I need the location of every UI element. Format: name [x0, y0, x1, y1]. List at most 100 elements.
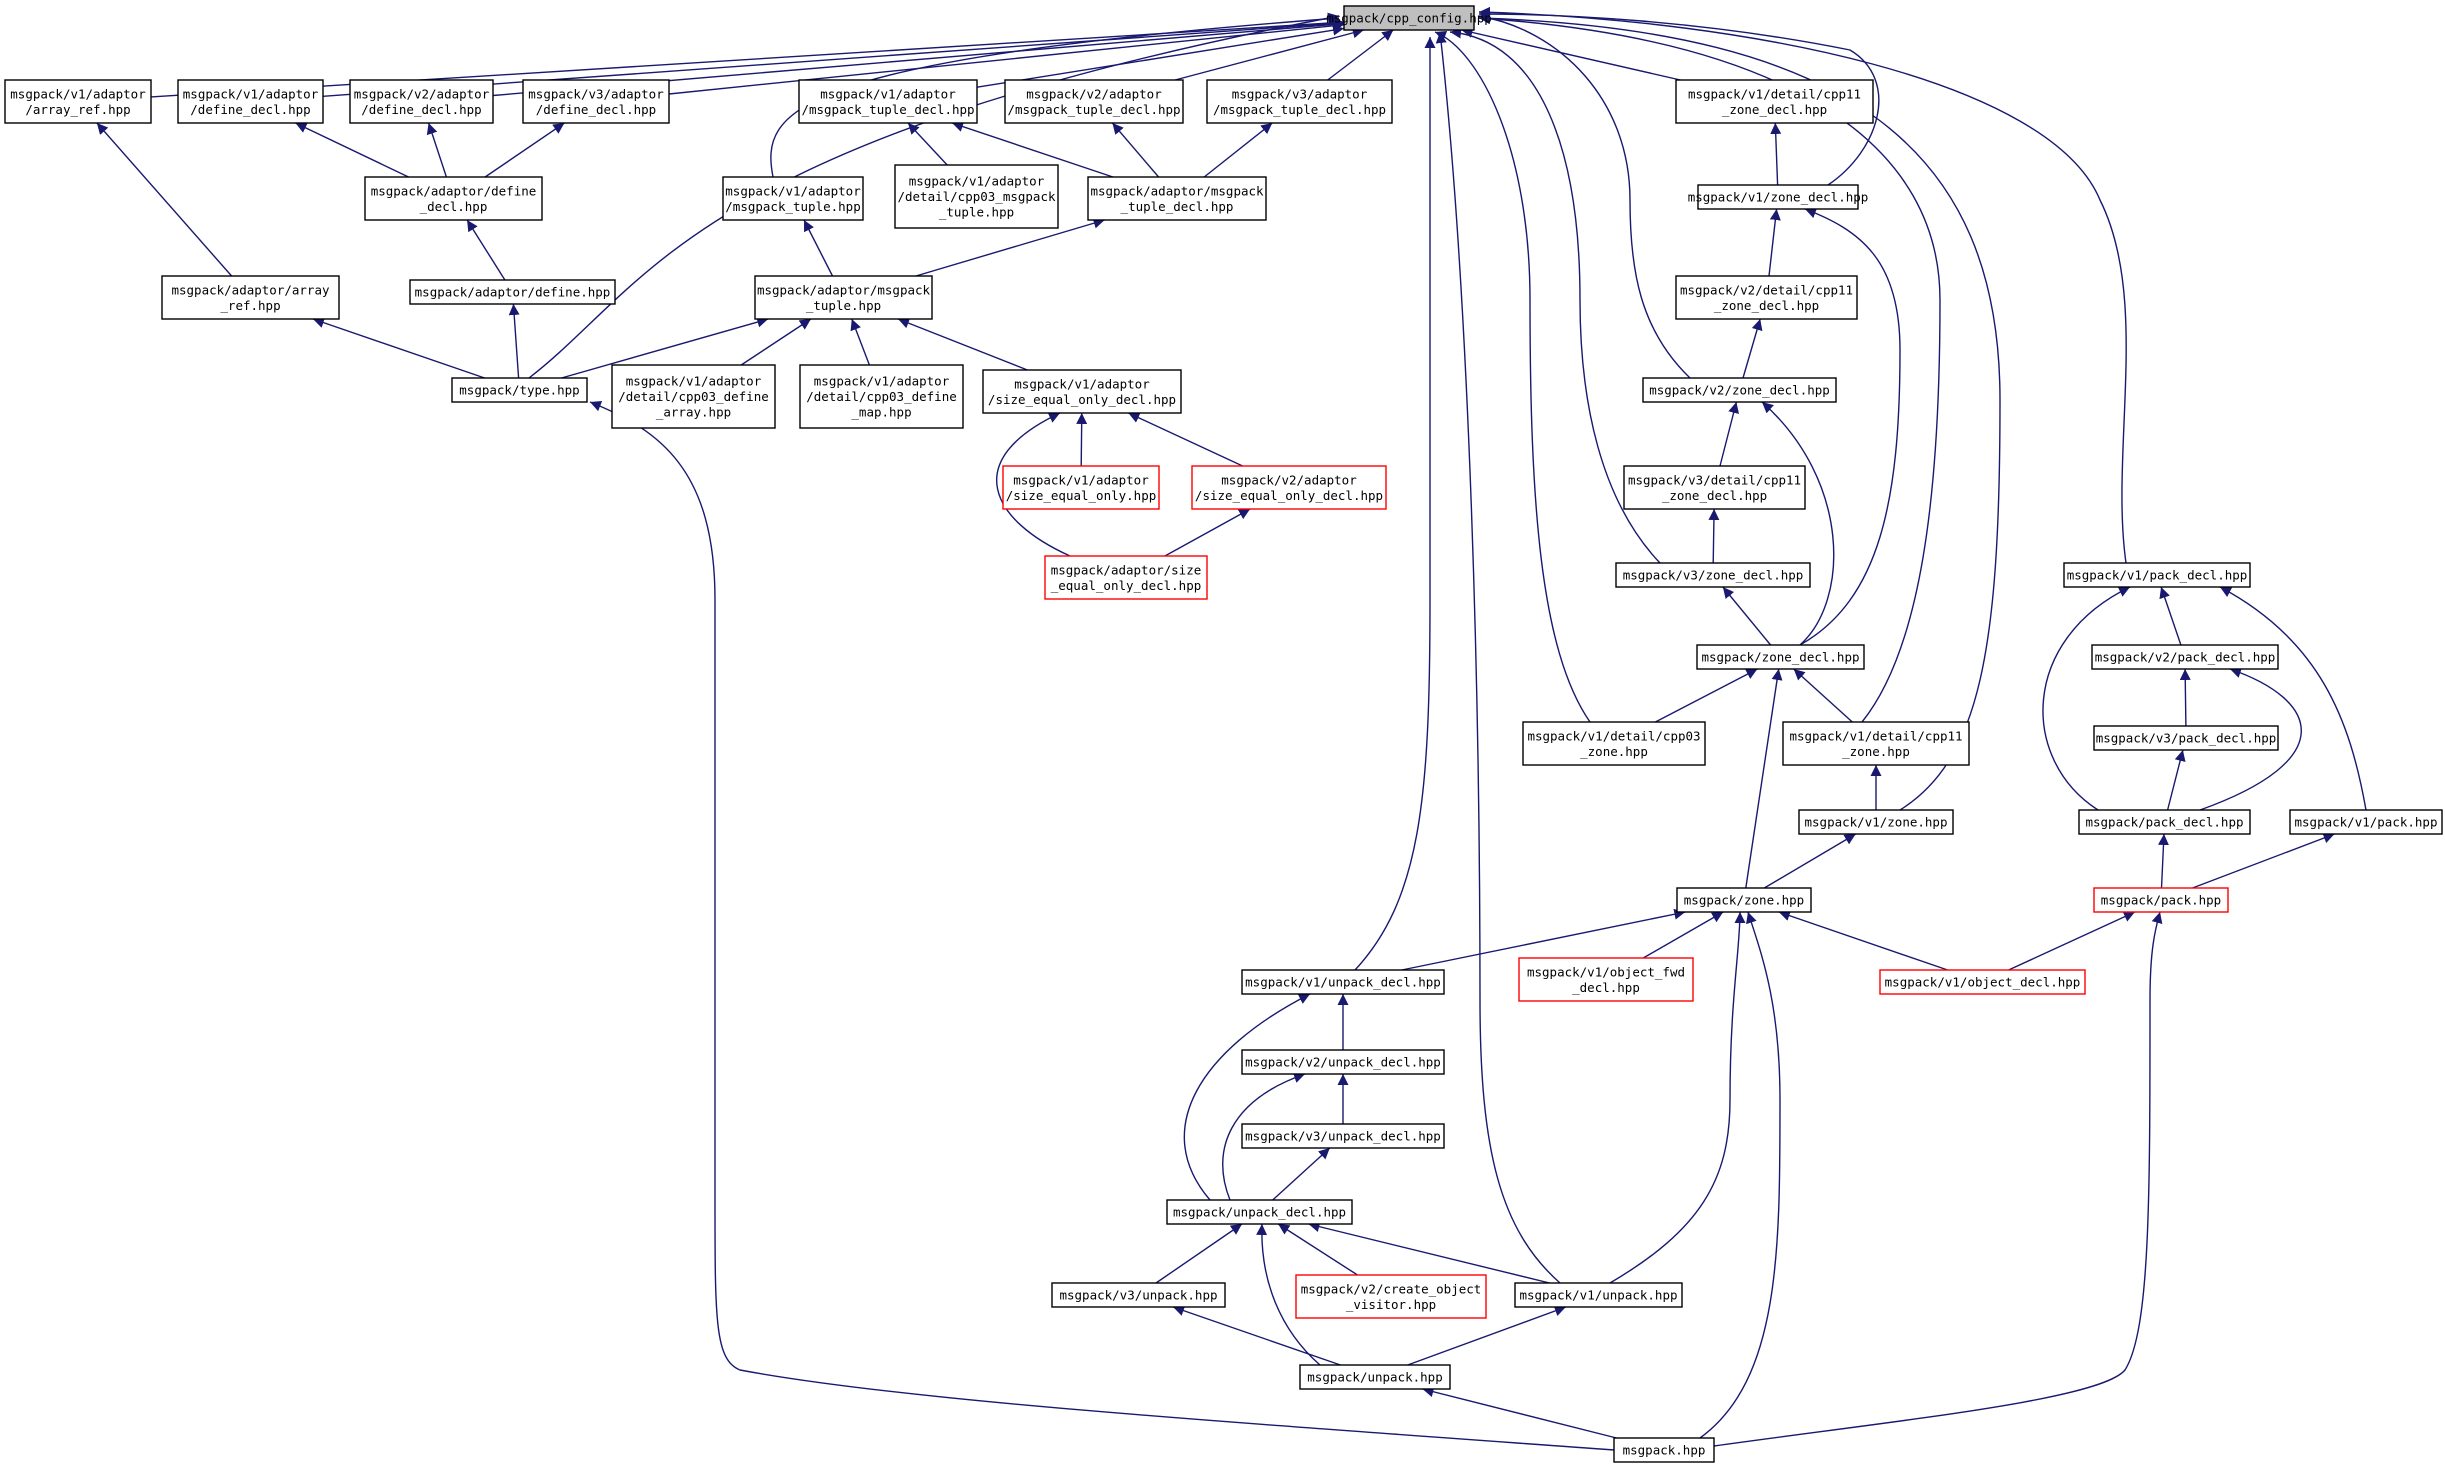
- graph-node[interactable]: msgpack/v1/zone.hpp: [1798, 809, 1954, 835]
- edge-n16-to-n12: [915, 217, 1105, 277]
- node-label: msgpack/adaptor/array: [171, 282, 330, 297]
- graph-node[interactable]: msgpack/v1/unpack_decl.hpp: [1241, 969, 1445, 995]
- graph-node[interactable]: msgpack/v1/adaptor/size_equal_only.hpp: [1002, 465, 1160, 510]
- graph-node[interactable]: msgpack/v3/zone_decl.hpp: [1615, 562, 1811, 588]
- graph-node[interactable]: msgpack/v3/pack_decl.hpp: [2093, 725, 2279, 751]
- edge-n26-to-n21: [996, 412, 1071, 557]
- graph-node[interactable]: msgpack/v1/adaptor/detail/cpp03_define_m…: [799, 364, 964, 429]
- graph-node[interactable]: msgpack/adaptor/define.hpp: [409, 279, 616, 305]
- graph-node[interactable]: msgpack/v1/pack_decl.hpp: [2063, 562, 2251, 588]
- node-label: msgpack/v2/adaptor: [354, 86, 490, 101]
- node-box: [754, 275, 933, 320]
- graph-node[interactable]: msgpack/type.hpp: [451, 377, 588, 403]
- node-label: _decl.hpp: [420, 199, 488, 214]
- edge-n6-to-n0: [1174, 27, 1364, 81]
- graph-node[interactable]: msgpack/pack_decl.hpp: [2078, 809, 2251, 835]
- node-box: [1879, 969, 2086, 995]
- graph-node[interactable]: msgpack.hpp: [1613, 1437, 1715, 1463]
- edge-n45-to-n44: [1155, 1223, 1243, 1284]
- node-label: _zone.hpp: [1580, 744, 1648, 759]
- node-box: [2063, 562, 2251, 588]
- graph-node[interactable]: msgpack/v1/adaptor/msgpack_tuple_decl.hp…: [798, 79, 978, 124]
- node-label: msgpack/v1/detail/cpp03: [1527, 728, 1700, 743]
- graph-node[interactable]: msgpack/v1/unpack.hpp: [1514, 1282, 1683, 1308]
- graph-node[interactable]: msgpack/v3/detail/cpp11_zone_decl.hpp: [1623, 465, 1806, 510]
- graph-node[interactable]: msgpack/v2/unpack_decl.hpp: [1241, 1049, 1445, 1075]
- edge-n29-to-n27: [1722, 586, 1772, 646]
- graph-node[interactable]: msgpack/v3/adaptor/define_decl.hpp: [522, 79, 670, 124]
- edge-n9-to-n2: [295, 122, 409, 178]
- graph-node[interactable]: msgpack/v3/adaptor/msgpack_tuple_decl.hp…: [1206, 79, 1393, 124]
- graph-node[interactable]: msgpack/v1/detail/cpp11_zone.hpp: [1782, 721, 1970, 766]
- graph-node[interactable]: msgpack/v1/zone_decl.hpp: [1688, 184, 1869, 210]
- graph-node[interactable]: msgpack/v1/adaptor/msgpack_tuple.hpp: [722, 176, 864, 221]
- graph-node[interactable]: msgpack/v2/adaptor/msgpack_tuple_decl.hp…: [1004, 79, 1184, 124]
- graph-node[interactable]: msgpack/adaptor/msgpack_tuple.hpp: [754, 275, 933, 320]
- graph-node[interactable]: msgpack/v2/adaptor/define_decl.hpp: [349, 79, 494, 124]
- edge-n5-to-n0: [976, 24, 1345, 88]
- graph-node[interactable]: msgpack/v1/object_decl.hpp: [1879, 969, 2086, 995]
- graph-node[interactable]: msgpack/unpack.hpp: [1299, 1364, 1451, 1390]
- graph-node[interactable]: msgpack/zone_decl.hpp: [1696, 644, 1865, 670]
- edge-n11-to-n5: [907, 122, 948, 166]
- edge-n32-to-n0: [1478, 13, 1941, 723]
- edge-n15-to-n9: [466, 219, 506, 281]
- node-label: msgpack/v1/adaptor: [183, 86, 319, 101]
- node-label: msgpack/v2/pack_decl.hpp: [2095, 650, 2276, 665]
- node-label: _tuple.hpp: [939, 205, 1014, 220]
- graph-node[interactable]: msgpack/v1/adaptor/array_ref.hpp: [4, 79, 152, 124]
- node-label: msgpack/v1/adaptor: [820, 86, 956, 101]
- node-box: [1343, 5, 1475, 31]
- graph-node[interactable]: msgpack/v1/adaptor/detail/cpp03_define_a…: [611, 364, 776, 429]
- node-label: msgpack/v1/unpack.hpp: [1519, 1288, 1677, 1303]
- graph-node[interactable]: msgpack/v2/adaptor/size_equal_only_decl.…: [1191, 465, 1387, 510]
- node-label: msgpack/pack_decl.hpp: [2085, 815, 2243, 830]
- graph-node[interactable]: msgpack/v3/unpack_decl.hpp: [1241, 1123, 1445, 1149]
- graph-node[interactable]: msgpack/v1/adaptor/size_equal_only_decl.…: [982, 369, 1182, 414]
- graph-node[interactable]: msgpack/adaptor/define_decl.hpp: [364, 176, 543, 221]
- node-label: /size_equal_only_decl.hpp: [988, 392, 1176, 407]
- edge-n48-to-n45: [1172, 1305, 1341, 1366]
- graph-node[interactable]: msgpack/v1/detail/cpp11_zone_decl.hpp: [1675, 79, 1874, 124]
- graph-node[interactable]: msgpack/v2/create_object_visitor.hpp: [1295, 1274, 1487, 1319]
- edge-n26-to-n24: [1164, 508, 1251, 557]
- node-label: msgpack/adaptor/define.hpp: [415, 285, 611, 300]
- node-label: msgpack/v1/adaptor: [814, 374, 950, 389]
- graph-node[interactable]: msgpack/v1/pack.hpp: [2289, 809, 2443, 835]
- graph-node[interactable]: msgpack/adaptor/array_ref.hpp: [161, 275, 340, 320]
- node-label: msgpack/pack.hpp: [2101, 893, 2221, 908]
- edge-n9-to-n3: [426, 122, 448, 178]
- edge-n48-to-n44: [1256, 1223, 1321, 1366]
- graph-node[interactable]: msgpack/v1/adaptor/define_decl.hpp: [177, 79, 324, 124]
- graph-node[interactable]: msgpack/v1/detail/cpp03_zone.hpp: [1522, 721, 1706, 766]
- edge-n35-to-n30: [2199, 667, 2302, 811]
- node-label: msgpack/zone_decl.hpp: [1701, 650, 1859, 665]
- node-label: _tuple_decl.hpp: [1121, 199, 1234, 214]
- node-label: msgpack/v1/pack_decl.hpp: [2067, 568, 2248, 583]
- node-box: [798, 79, 978, 124]
- edge-n24-to-n21: [1128, 412, 1243, 467]
- node-label: msgpack/v1/detail/cpp11: [1789, 728, 1962, 743]
- graph-node[interactable]: msgpack/adaptor/size_equal_only_decl.hpp: [1044, 555, 1208, 600]
- node-label: /detail/cpp03_define: [806, 389, 957, 404]
- edge-n27-to-n0: [1449, 27, 1661, 564]
- graph-node[interactable]: msgpack/v3/unpack.hpp: [1051, 1282, 1226, 1308]
- graph-node[interactable]: msgpack/unpack_decl.hpp: [1166, 1199, 1353, 1225]
- graph-node[interactable]: msgpack/zone.hpp: [1676, 887, 1812, 913]
- graph-node[interactable]: msgpack/pack.hpp: [2093, 887, 2229, 913]
- node-box: [1782, 721, 1970, 766]
- graph-node[interactable]: msgpack/v2/pack_decl.hpp: [2091, 644, 2279, 670]
- graph-node[interactable]: msgpack/v1/object_fwd_decl.hpp: [1518, 957, 1694, 1002]
- graph-node[interactable]: msgpack/v2/detail/cpp11_zone_decl.hpp: [1675, 275, 1858, 320]
- node-box: [1166, 1199, 1353, 1225]
- node-label: msgpack/v3/zone_decl.hpp: [1623, 568, 1804, 583]
- edge-n20-to-n16: [850, 318, 871, 366]
- graph-node[interactable]: msgpack/adaptor/msgpack_tuple_decl.hpp: [1087, 176, 1267, 221]
- node-label: _visitor.hpp: [1346, 1297, 1436, 1312]
- graph-node[interactable]: msgpack/v2/zone_decl.hpp: [1642, 377, 1837, 403]
- graph-node[interactable]: msgpack/v1/adaptor/detail/cpp03_msgpack_…: [894, 164, 1059, 229]
- edge-n44-to-n39: [1183, 993, 1311, 1201]
- node-label: msgpack/v1/object_fwd: [1527, 964, 1685, 979]
- edge-n44-to-n43: [1272, 1147, 1331, 1201]
